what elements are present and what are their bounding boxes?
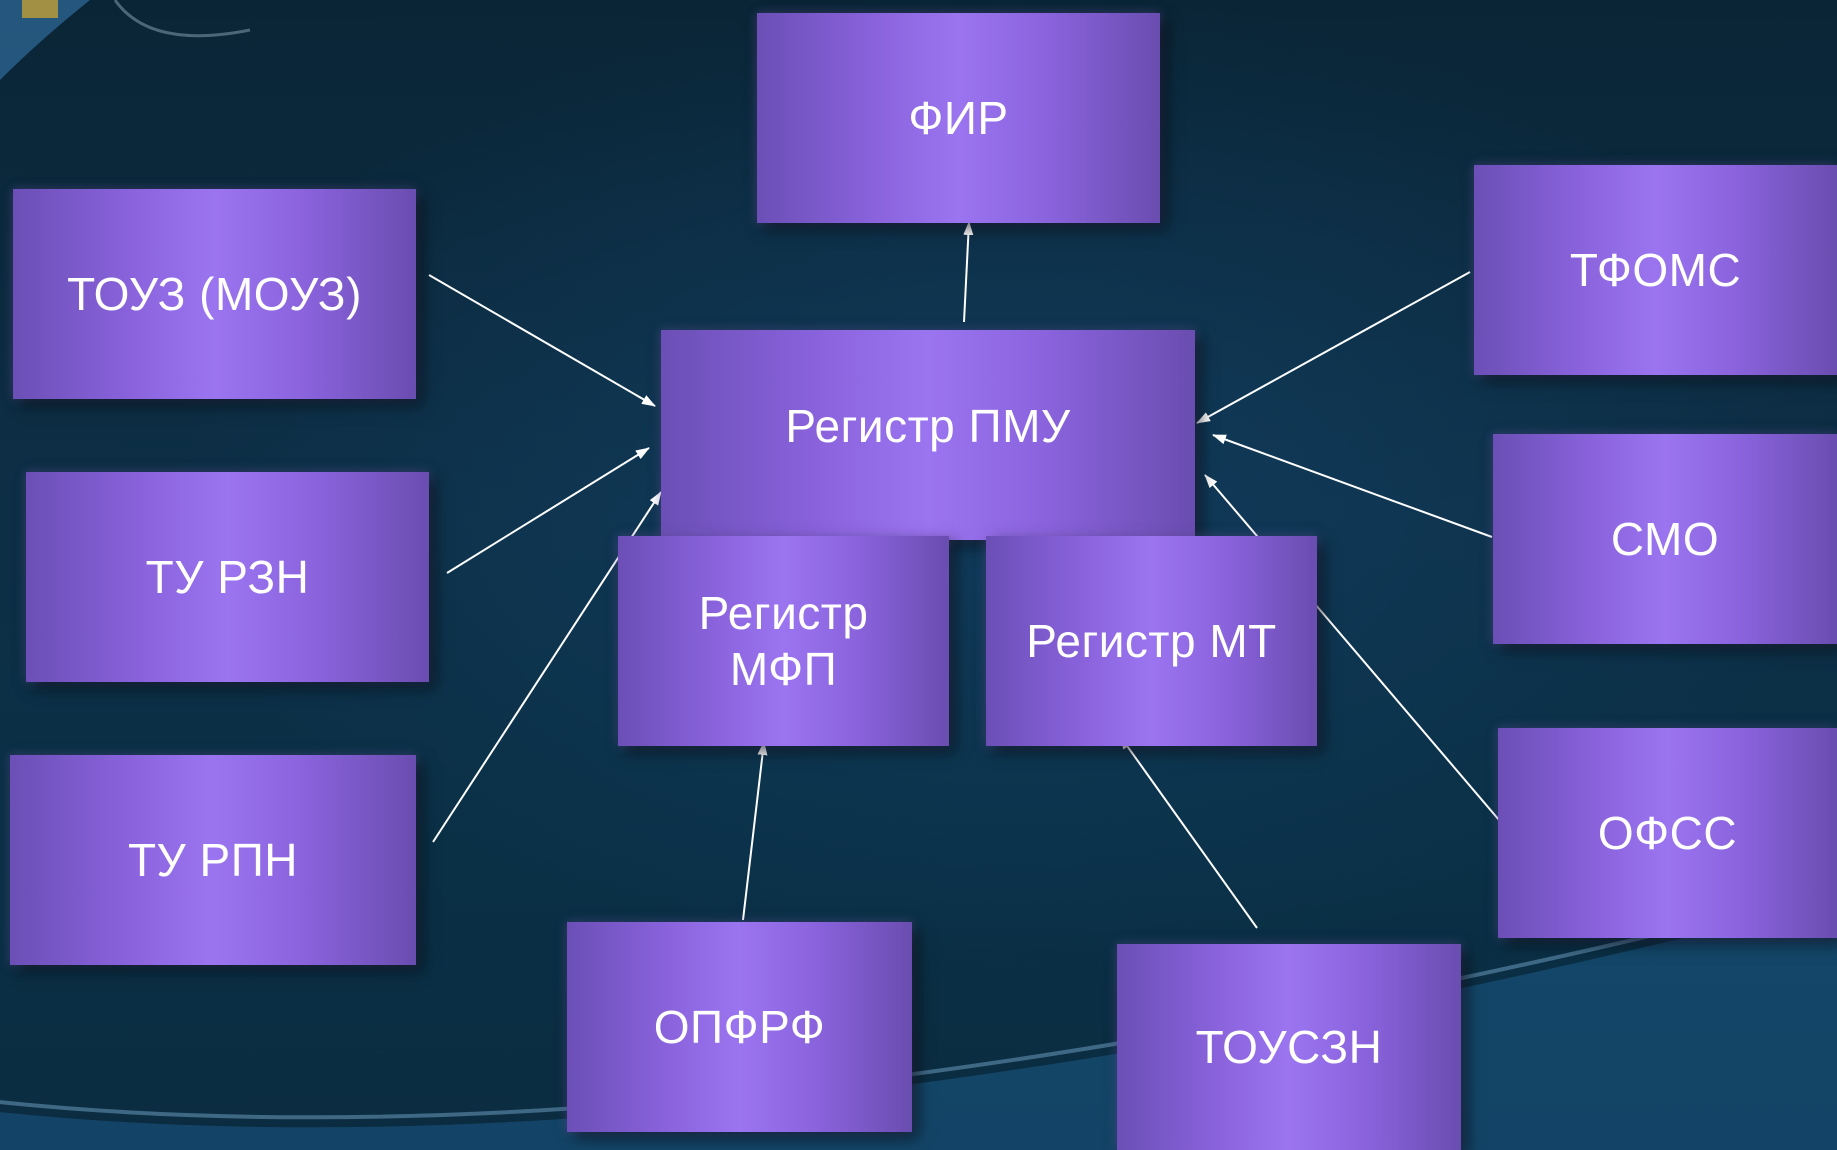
node-registr-pmu: Регистр ПМУ: [661, 330, 1195, 540]
node-registr-mt: Регистр МТ: [986, 536, 1317, 746]
node-opfrf: ОПФРФ: [567, 922, 912, 1132]
node-tu-rzn: ТУ РЗН: [26, 472, 429, 682]
node-smo: СМО: [1493, 434, 1837, 644]
background-corner-glow: [0, 0, 90, 80]
node-tu-rpn: ТУ РПН: [10, 755, 416, 965]
node-tfoms: ТФОМС: [1474, 165, 1837, 375]
node-registr-mfp: Регистр МФП: [618, 536, 949, 746]
node-ofss: ОФСС: [1498, 728, 1837, 938]
satellite-icon: [22, 0, 58, 18]
node-touz-mouz: ТОУЗ (МОУЗ): [13, 189, 416, 399]
background-corner-orbit: [113, 0, 251, 38]
node-fir: ФИР: [757, 13, 1160, 223]
node-touszn: ТОУСЗН: [1117, 944, 1461, 1150]
